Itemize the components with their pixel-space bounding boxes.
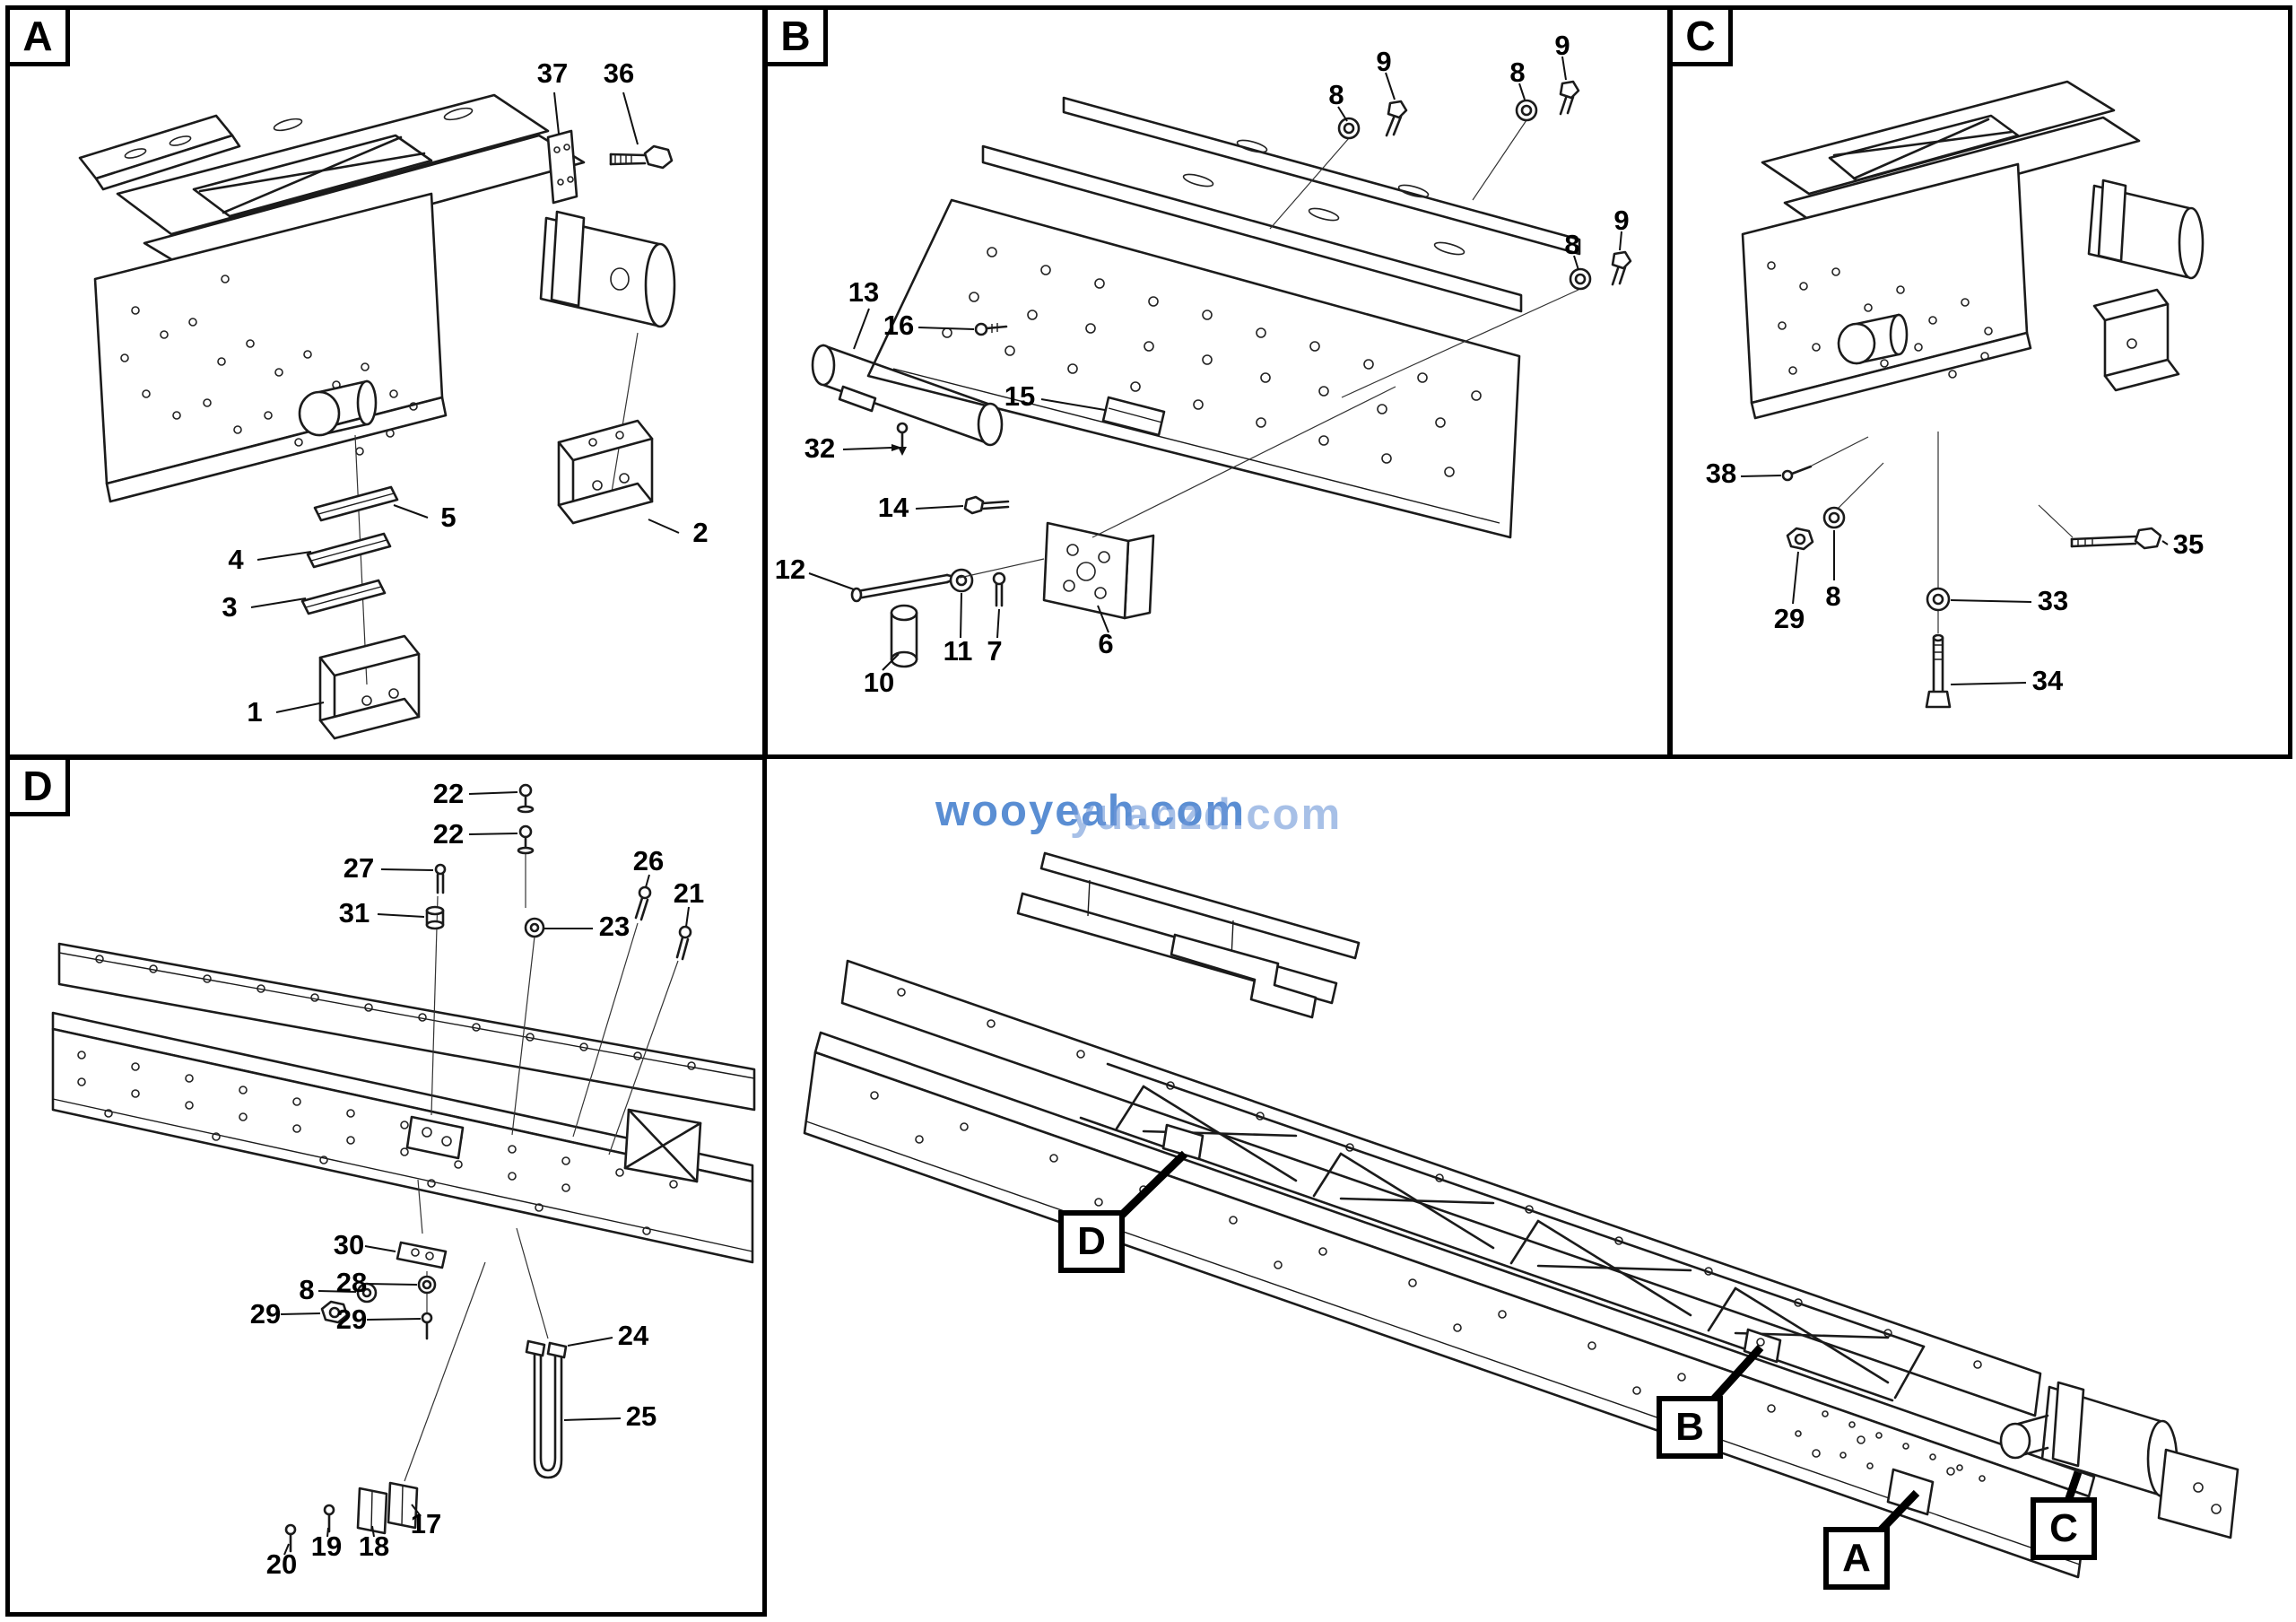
part-number: 14 bbox=[877, 492, 909, 523]
panel-a-drawing bbox=[78, 92, 680, 740]
part-number: 19 bbox=[310, 1530, 343, 1562]
part-number: 22 bbox=[432, 778, 465, 809]
part-number: 37 bbox=[536, 57, 569, 89]
part-number: 23 bbox=[598, 911, 631, 942]
part-number: 8 bbox=[1564, 229, 1580, 260]
part-number: 24 bbox=[617, 1320, 649, 1351]
part-number: 32 bbox=[804, 432, 836, 464]
panel-a-label: A bbox=[5, 5, 70, 66]
part-number: 8 bbox=[299, 1274, 315, 1305]
panel-b-drawing bbox=[808, 56, 1632, 671]
part-number: 15 bbox=[1004, 380, 1036, 412]
panel-d-label: D bbox=[5, 755, 70, 816]
part-number: 20 bbox=[265, 1548, 298, 1580]
part-number: 9 bbox=[1376, 46, 1392, 77]
callout-a: A bbox=[1823, 1527, 1890, 1590]
callout-b: B bbox=[1657, 1396, 1723, 1459]
callout-c: C bbox=[2031, 1497, 2097, 1560]
part-number: 30 bbox=[333, 1229, 365, 1260]
part-number: 6 bbox=[1098, 628, 1114, 659]
part-number: 12 bbox=[774, 554, 806, 585]
main-assembly-drawing bbox=[803, 851, 2239, 1579]
part-number: 13 bbox=[848, 276, 880, 308]
part-number: 3 bbox=[222, 591, 238, 623]
panel-d-drawing bbox=[51, 783, 756, 1556]
part-number: 9 bbox=[1613, 205, 1630, 236]
panel-c-label: C bbox=[1668, 5, 1733, 66]
panel-c-drawing bbox=[1740, 80, 2205, 709]
part-number: 31 bbox=[338, 897, 370, 929]
panel-a-part-labels: 37 36 5 4 3 2 1 bbox=[10, 10, 762, 754]
panel-a: A bbox=[5, 5, 767, 759]
part-number: 10 bbox=[863, 667, 895, 698]
part-number: 34 bbox=[2031, 665, 2064, 696]
panel-b-label: B bbox=[763, 5, 828, 66]
part-number: 29 bbox=[335, 1304, 368, 1335]
panel-b: B bbox=[763, 5, 1672, 759]
panel-d-part-labels: 22 22 27 31 26 21 23 30 8 28 29 29 24 25 20 19 18 17 bbox=[10, 760, 762, 1612]
part-number: 22 bbox=[432, 818, 465, 850]
part-number: 36 bbox=[603, 57, 635, 89]
part-number: 5 bbox=[440, 501, 457, 533]
part-number: 8 bbox=[1825, 580, 1841, 612]
callout-d: D bbox=[1058, 1210, 1125, 1273]
part-number: 26 bbox=[632, 845, 665, 876]
part-number: 21 bbox=[673, 877, 705, 909]
part-number: 1 bbox=[247, 696, 263, 728]
panel-d: D bbox=[5, 755, 767, 1617]
part-number: 7 bbox=[987, 635, 1003, 667]
part-number: 2 bbox=[692, 517, 709, 548]
panel-c: C bbox=[1668, 5, 2292, 759]
part-number: 9 bbox=[1554, 30, 1570, 61]
part-number: 29 bbox=[1773, 603, 1805, 634]
part-number: 33 bbox=[2037, 585, 2069, 616]
part-number: 8 bbox=[1509, 57, 1526, 88]
part-number: 25 bbox=[625, 1400, 657, 1432]
part-number: 8 bbox=[1328, 79, 1344, 110]
part-number: 35 bbox=[2172, 528, 2205, 560]
part-number: 18 bbox=[358, 1530, 390, 1562]
part-number: 38 bbox=[1705, 458, 1737, 489]
part-number: 4 bbox=[228, 544, 244, 575]
panel-c-part-labels: 38 29 8 35 33 34 bbox=[1673, 10, 2288, 754]
part-number: 29 bbox=[249, 1298, 282, 1330]
part-number: 16 bbox=[883, 310, 915, 341]
part-number: 17 bbox=[410, 1508, 442, 1539]
part-number: 27 bbox=[343, 852, 375, 884]
part-number: 28 bbox=[335, 1267, 368, 1298]
part-number: 11 bbox=[943, 635, 973, 667]
